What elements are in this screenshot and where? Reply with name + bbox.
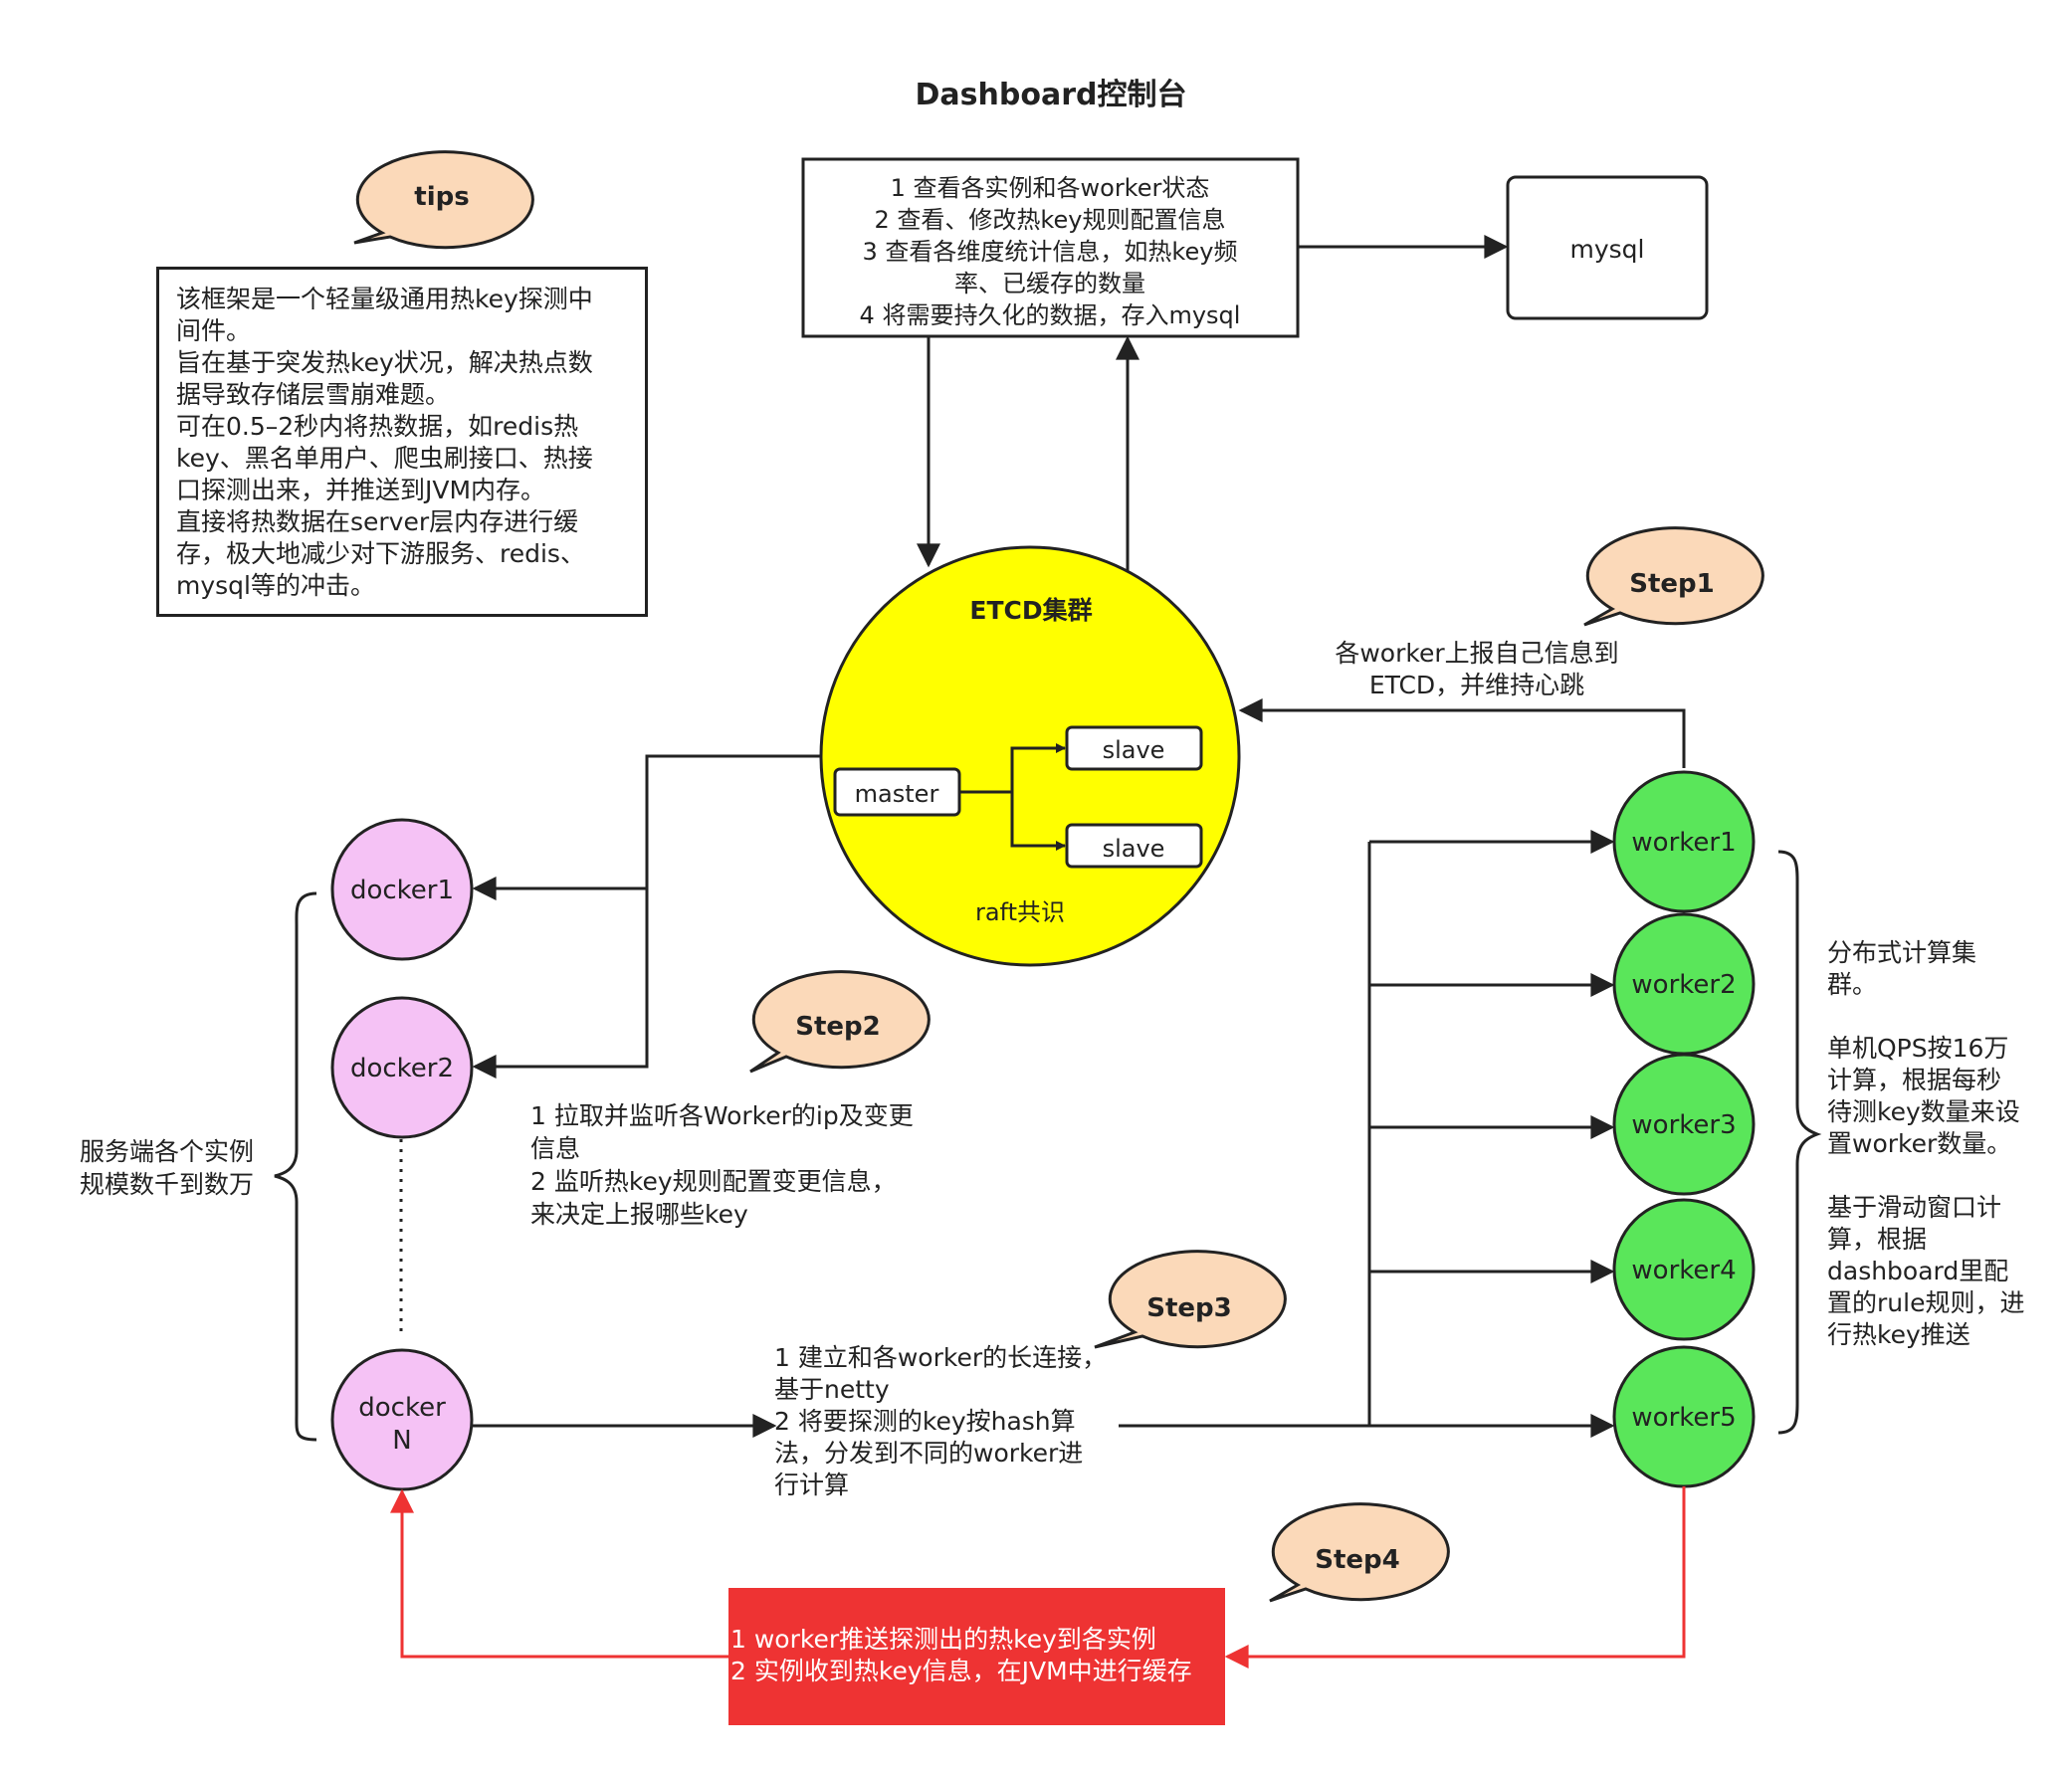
tips-bubble	[353, 150, 534, 250]
master-label: master	[855, 780, 939, 808]
dashboard-box	[801, 157, 1300, 338]
dashboard-line-1: 1 查看各实例和各worker状态	[891, 174, 1210, 202]
worker4-node	[1612, 1198, 1756, 1341]
mysql-label: mysql	[1570, 235, 1645, 264]
step3-bubble	[1094, 1250, 1287, 1349]
worker3-node	[1612, 1053, 1756, 1196]
step2-bubble-label: Step2	[795, 1012, 881, 1042]
worker4-label: worker4	[1631, 1256, 1736, 1285]
slave-2-label: slave	[1103, 835, 1165, 863]
worker1-node	[1612, 770, 1756, 913]
arrow-master-to-slave-2	[1010, 792, 1066, 851]
page-title: Dashboard控制台	[916, 78, 1187, 112]
dashboard-line-5: 4 将需要持久化的数据，存入mysql	[860, 301, 1241, 329]
step2-text: 1 拉取并监听各Worker的ip及变更 信息 2 监听热key规则配置变更信息…	[530, 1101, 914, 1229]
step4-text: 1 worker推送探测出的热key到各实例 2 实例收到热key信息，在JVM…	[730, 1625, 1192, 1685]
worker2-label: worker2	[1631, 970, 1736, 1000]
dockerN-label-line-2: N	[392, 1426, 411, 1456]
tips-bubble-label: tips	[414, 182, 469, 212]
worker3-label: worker3	[1631, 1110, 1736, 1140]
step1-bubble	[1583, 526, 1764, 627]
tips-text: 该框架是一个轻量级通用热key探测中 间件。 旨在基于突发热key状况，解决热点…	[176, 285, 593, 600]
arrow-worker5-to-step4	[1224, 1486, 1686, 1669]
arrow-step4-to-dockerN	[390, 1488, 728, 1659]
tips-box	[156, 267, 648, 617]
arrow-etcd-to-docker2	[472, 888, 649, 1079]
arrow-master-to-slave-1	[959, 743, 1066, 794]
etcd-title: ETCD集群	[969, 596, 1092, 625]
slave-node-2	[1065, 823, 1203, 869]
step1-line-1: 各worker上报自己信息到	[1335, 639, 1618, 668]
worker-cluster-text: 分布式计算集 群。 单机QPS按16万 计算，根据每秒 待测key数量来设 置w…	[1827, 938, 2025, 1349]
docker2-label: docker2	[350, 1054, 454, 1083]
slave-node-1	[1065, 725, 1203, 771]
step1-bubble-label: Step1	[1629, 569, 1715, 599]
dashboard-line-4: 率、已缓存的数量	[954, 270, 1145, 297]
step4-box	[728, 1588, 1225, 1725]
docker2-node	[330, 996, 474, 1139]
docker1-node	[330, 818, 474, 961]
arrow-worker1-to-etcd	[1238, 698, 1686, 768]
dashboard-line-3: 3 查看各维度统计信息，如热key频	[863, 238, 1238, 266]
worker1-label: worker1	[1631, 828, 1736, 858]
raft-consensus-label: raft共识	[975, 898, 1065, 926]
step4-bubble	[1269, 1502, 1450, 1603]
worker5-label: worker5	[1631, 1403, 1736, 1433]
step3-text: 1 建立和各worker的长连接， 基于netty 2 将要探测的key按has…	[774, 1343, 1108, 1499]
dockerN-label-line-1: docker	[358, 1393, 446, 1423]
slave-1-label: slave	[1103, 736, 1165, 764]
arrow-etcd-to-docker1	[472, 754, 822, 900]
right-curly-brace-icon	[1777, 850, 1822, 1435]
dashboard-line-2: 2 查看、修改热key规则配置信息	[875, 206, 1226, 234]
step1-line-2: ETCD，并维持心跳	[1369, 671, 1584, 699]
left-curly-brace-icon	[274, 891, 317, 1442]
step4-bubble-label: Step4	[1315, 1545, 1400, 1575]
step2-bubble	[749, 970, 931, 1074]
server-side-text: 服务端各个实例 规模数千到数万	[80, 1137, 255, 1199]
step3-bubble-label: Step3	[1146, 1293, 1232, 1323]
docker1-label: docker1	[350, 876, 454, 905]
